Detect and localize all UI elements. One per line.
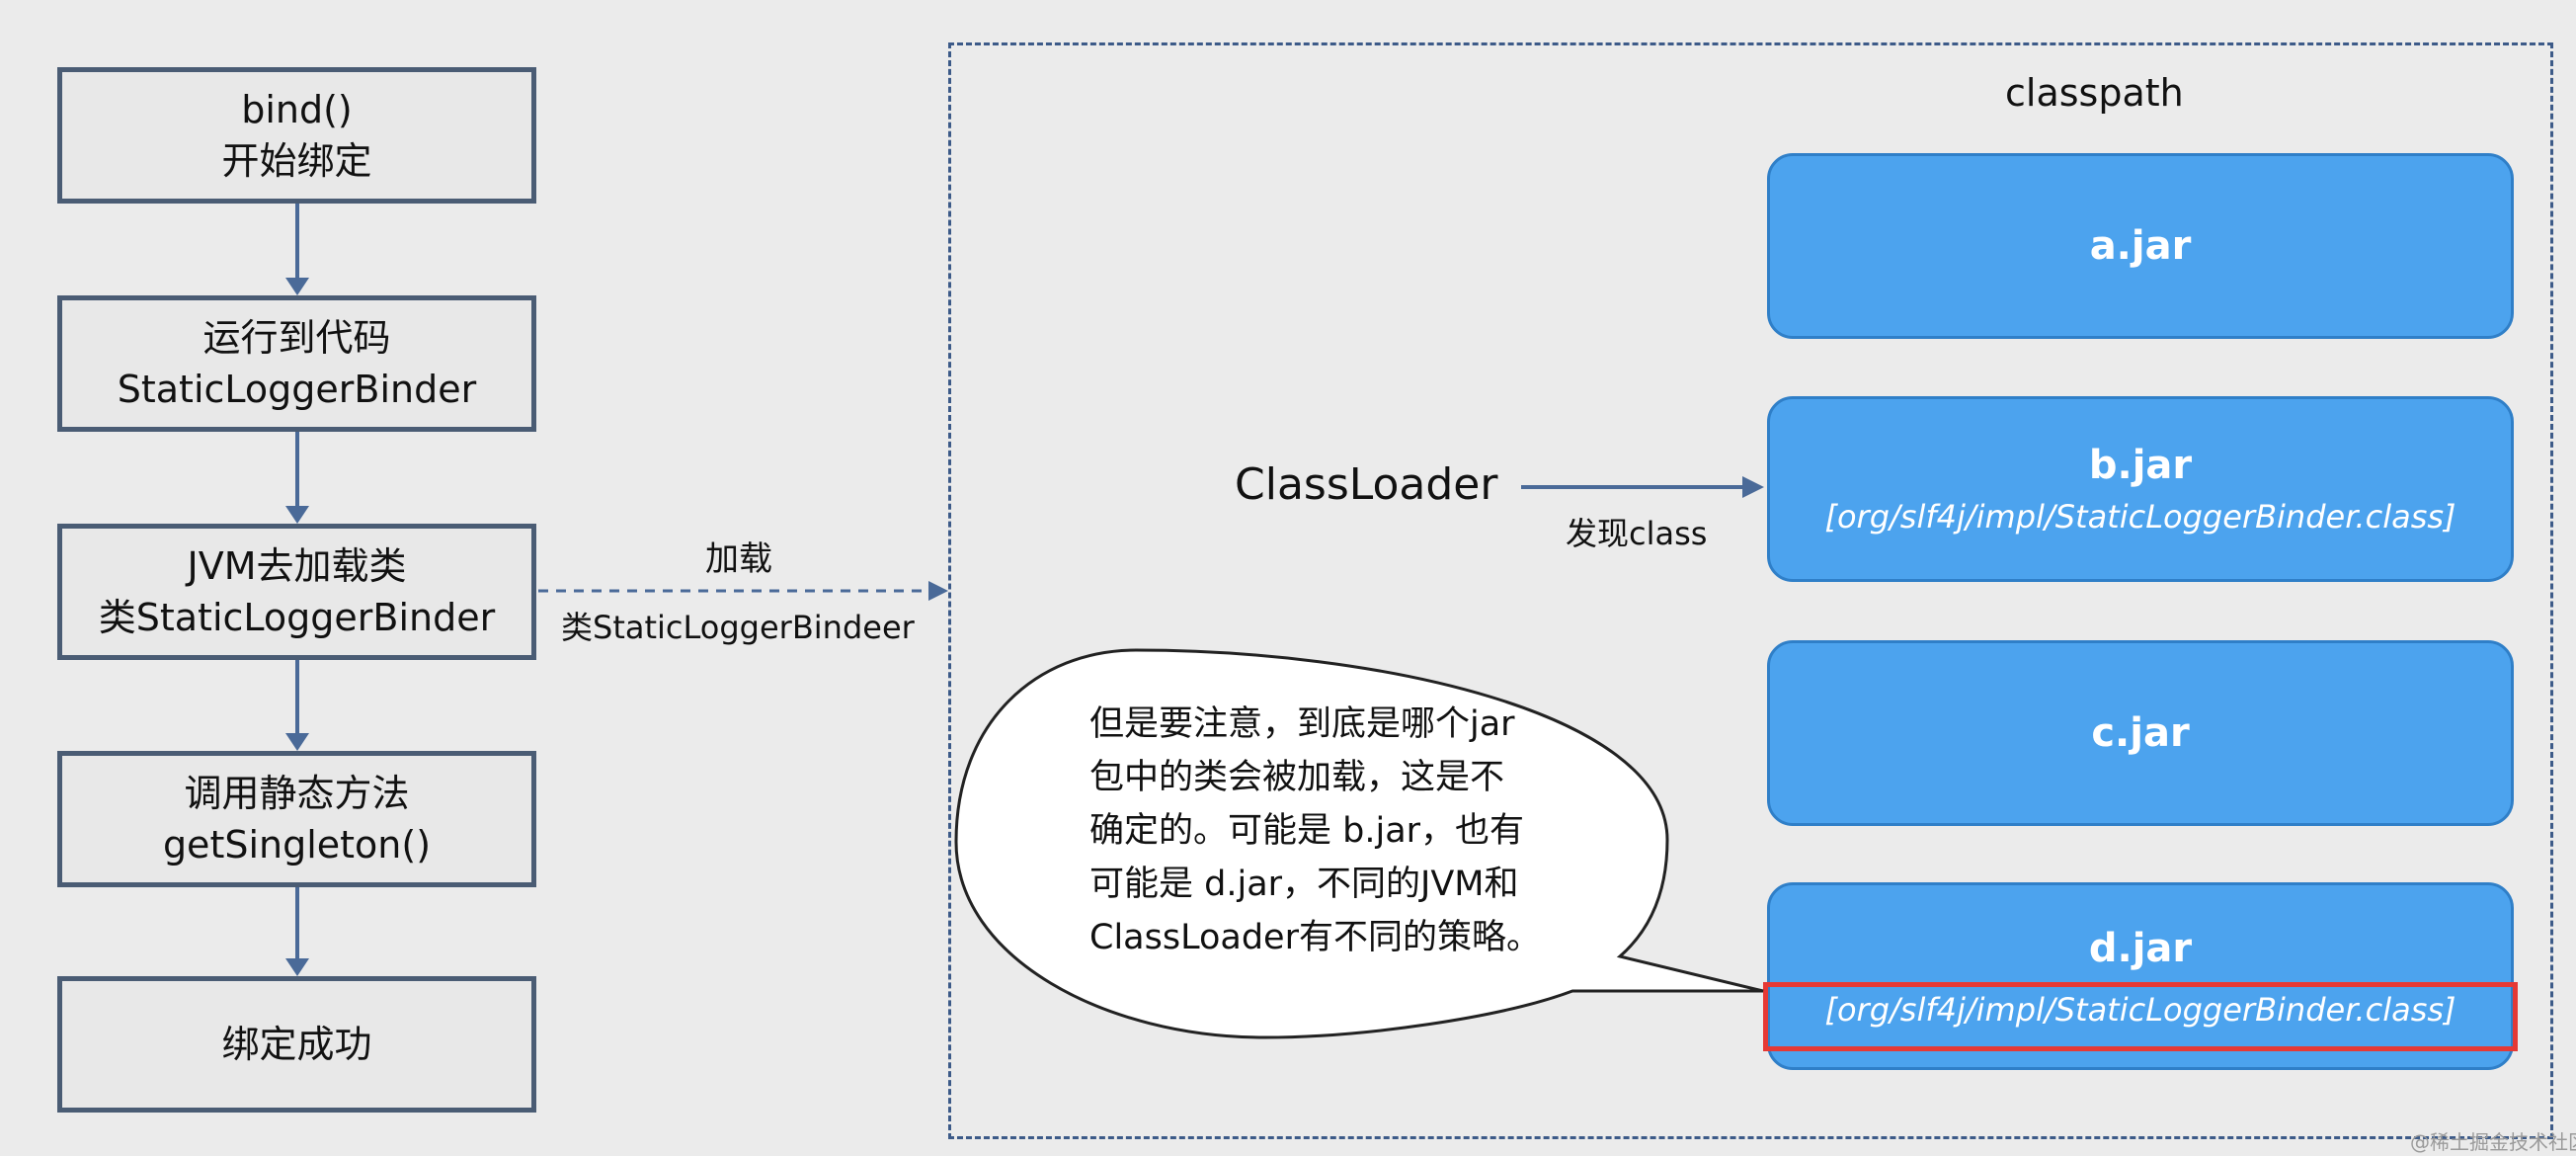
flow-step-line2: 类StaticLoggerBinder: [98, 596, 496, 639]
flow-step-line1: JVM去加载类: [187, 544, 407, 588]
flow-step-run-code: 运行到代码 StaticLoggerBinder: [57, 295, 536, 432]
flow-step-line2: 开始绑定: [221, 139, 372, 183]
callout-line: 确定的。可能是 b.jar，也有: [1089, 811, 1525, 851]
flow-arrow: [285, 887, 309, 976]
callout-text: 但是要注意，到底是哪个jar 包中的类会被加载，这是不 确定的。可能是 b.ja…: [1089, 698, 1541, 964]
load-arrow: [538, 581, 948, 601]
highlight-box: [1763, 982, 2518, 1051]
classpath-frame: [948, 42, 2553, 1139]
classpath-title: classpath: [2005, 71, 2184, 115]
jar-a: a.jar: [1767, 153, 2514, 339]
jar-name: a.jar: [2089, 223, 2192, 269]
flow-step-line2: StaticLoggerBinder: [117, 368, 477, 411]
flow-step-line1: bind(): [241, 88, 353, 131]
callout-line: 包中的类会被加载，这是不: [1089, 758, 1505, 797]
flow-step-line1: 运行到代码: [202, 316, 391, 360]
flow-step-bind-success: 绑定成功: [57, 976, 536, 1113]
flow-step-line1: 绑定成功: [221, 1023, 372, 1066]
jar-name: b.jar: [2088, 443, 2193, 488]
flow-arrow: [285, 204, 309, 295]
callout-bubble: [954, 648, 1764, 1039]
classloader-arrow-label: 发现class: [1566, 515, 1708, 552]
jar-name: d.jar: [2088, 926, 2193, 971]
flow-step-call-static: 调用静态方法 getSingleton(): [57, 751, 536, 887]
callout-line: 可能是 d.jar，不同的JVM和: [1089, 865, 1519, 904]
classloader-label: ClassLoader: [1235, 459, 1498, 510]
jar-b: b.jar [org/slf4j/impl/StaticLoggerBinder…: [1767, 396, 2514, 582]
flow-step-jvm-load: JVM去加载类 类StaticLoggerBinder: [57, 524, 536, 660]
flow-step-line2: getSingleton(): [162, 823, 432, 867]
watermark: @稀土掘金技术社区: [2410, 1130, 2576, 1154]
load-arrow-label-bottom: 类StaticLoggerBindeer: [561, 609, 915, 646]
flow-step-bind: bind() 开始绑定: [57, 67, 536, 204]
jar-d: d.jar [org/slf4j/impl/StaticLoggerBinder…: [1767, 882, 2514, 1070]
jar-class-path: [org/slf4j/impl/StaticLoggerBinder.class…: [1824, 991, 2456, 1029]
callout-line: ClassLoader有不同的策略。: [1089, 918, 1541, 957]
flow-arrow: [285, 660, 309, 751]
classloader-arrow: [1521, 476, 1764, 498]
jar-c: c.jar: [1767, 640, 2514, 826]
load-arrow-label-top: 加载: [705, 539, 772, 579]
jar-class-path: [org/slf4j/impl/StaticLoggerBinder.class…: [1824, 498, 2456, 536]
callout-line: 但是要注意，到底是哪个jar: [1089, 704, 1515, 744]
flow-arrow: [285, 432, 309, 524]
jar-name: c.jar: [2091, 710, 2190, 756]
flow-step-line1: 调用静态方法: [184, 772, 410, 815]
